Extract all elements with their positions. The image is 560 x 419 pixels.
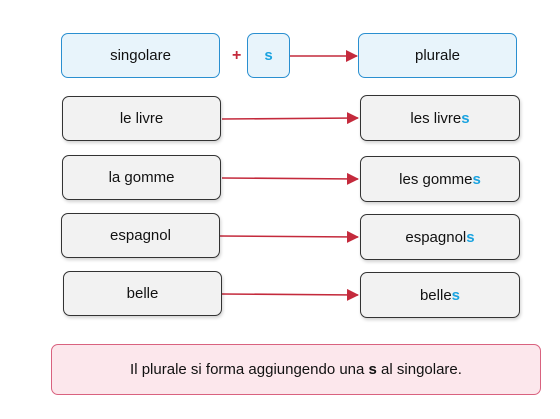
rule-note-text: Il plurale si forma aggiungendo una s al… <box>130 361 462 378</box>
arrow-row-4 <box>221 288 359 301</box>
plural-box-1: les livres <box>360 95 520 141</box>
plural-stem-2: les gomme <box>399 170 473 188</box>
singular-word-2: la gomme <box>108 169 175 186</box>
singular-word-3: espagnol <box>110 227 171 244</box>
plural-suffix-3: s <box>466 228 475 246</box>
plural-word-3: espagnols <box>405 229 474 246</box>
plural-box-3: espagnols <box>360 214 520 260</box>
singular-header-box: singolare <box>61 33 220 78</box>
singular-box-2: la gomme <box>62 155 221 200</box>
rule-note: Il plurale si forma aggiungendo una s al… <box>51 344 541 395</box>
rule-note-bold: s <box>368 361 377 378</box>
plus-sign: + <box>232 47 242 64</box>
plural-word-1: les livres <box>410 110 469 127</box>
plural-stem-3: espagnol <box>405 228 467 246</box>
singular-box-3: espagnol <box>61 213 220 258</box>
rule-note-before: Il plurale si forma aggiungendo una <box>130 361 369 378</box>
plural-box-2: les gommes <box>360 156 520 202</box>
plural-suffix-4: s <box>451 286 461 304</box>
rule-note-after: al singolare. <box>376 361 462 378</box>
singular-word-4: belle <box>126 285 159 302</box>
plural-stem-4: belle <box>419 286 452 304</box>
plural-word-4: belles <box>420 287 460 304</box>
plural-word-2: les gommes <box>399 171 481 188</box>
plural-header-box: plurale <box>358 33 517 78</box>
plural-stem-1: les livre <box>410 109 462 127</box>
plural-suffix-2: s <box>472 170 481 188</box>
arrow-row-2 <box>221 172 359 185</box>
plural-suffix-1: s <box>461 109 470 127</box>
arrow-row-1 <box>221 112 359 125</box>
singular-box-1: le livre <box>62 96 221 141</box>
plural-header-label: plurale <box>414 47 461 64</box>
singular-box-4: belle <box>63 271 222 316</box>
singular-header-label: singolare <box>110 47 171 64</box>
suffix-label: s <box>264 47 273 64</box>
arrow-row-3 <box>219 230 359 243</box>
singular-word-1: le livre <box>119 110 164 127</box>
suffix-box: s <box>247 33 290 78</box>
plural-box-4: belles <box>360 272 520 318</box>
